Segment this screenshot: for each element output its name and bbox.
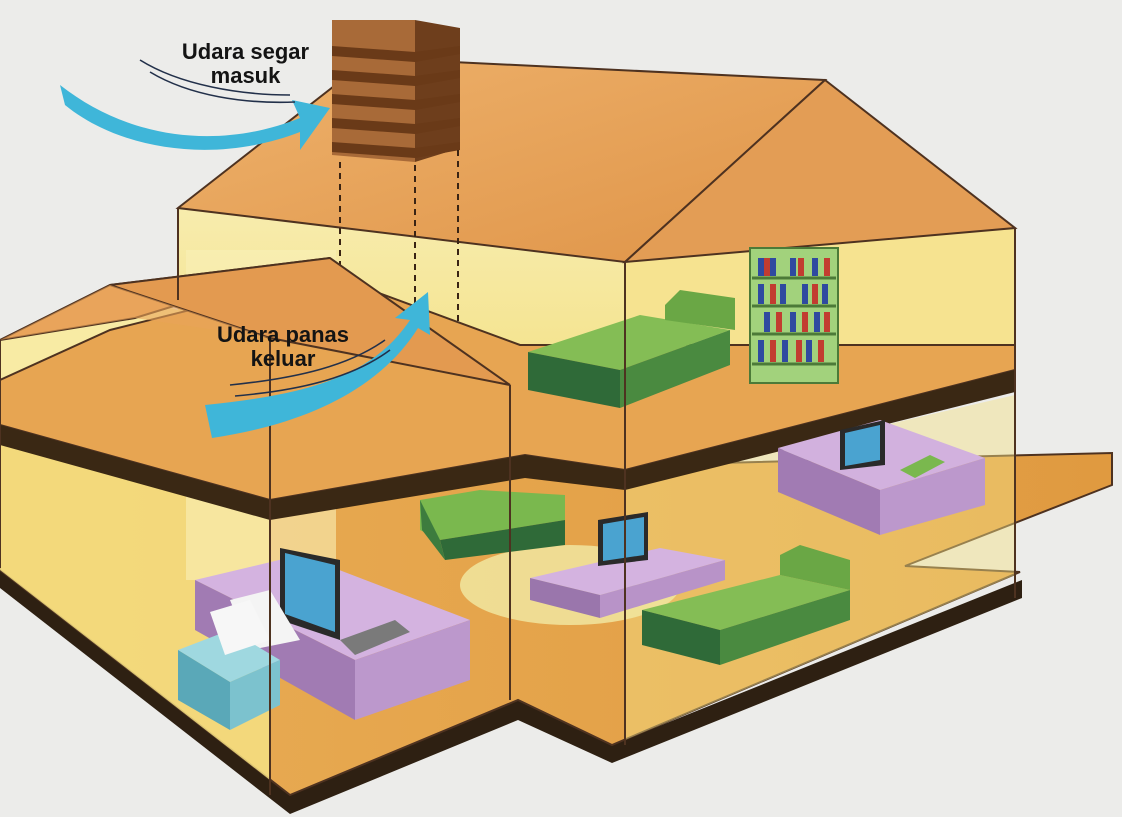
hot-air-label-line2: keluar [250, 346, 316, 371]
front-roof [0, 256, 511, 386]
hot-air-label: Udara panas keluar [198, 323, 368, 371]
desk-right [778, 420, 985, 535]
fresh-air-arrow [60, 59, 330, 150]
armchair [178, 600, 280, 730]
roof-vent [332, 20, 460, 385]
hot-air-arrow [205, 292, 430, 438]
fresh-air-label: Udara segar masuk [158, 40, 333, 88]
bookshelf [749, 247, 839, 384]
sofa-middle [420, 490, 565, 560]
hot-air-label-line1: Udara panas [216, 322, 350, 347]
fresh-air-label-line2: masuk [210, 63, 281, 88]
tv-table [530, 512, 725, 618]
fresh-air-label-line1: Udara segar [181, 39, 310, 64]
bed-lower [642, 545, 850, 665]
upstairs-bed [528, 290, 735, 408]
